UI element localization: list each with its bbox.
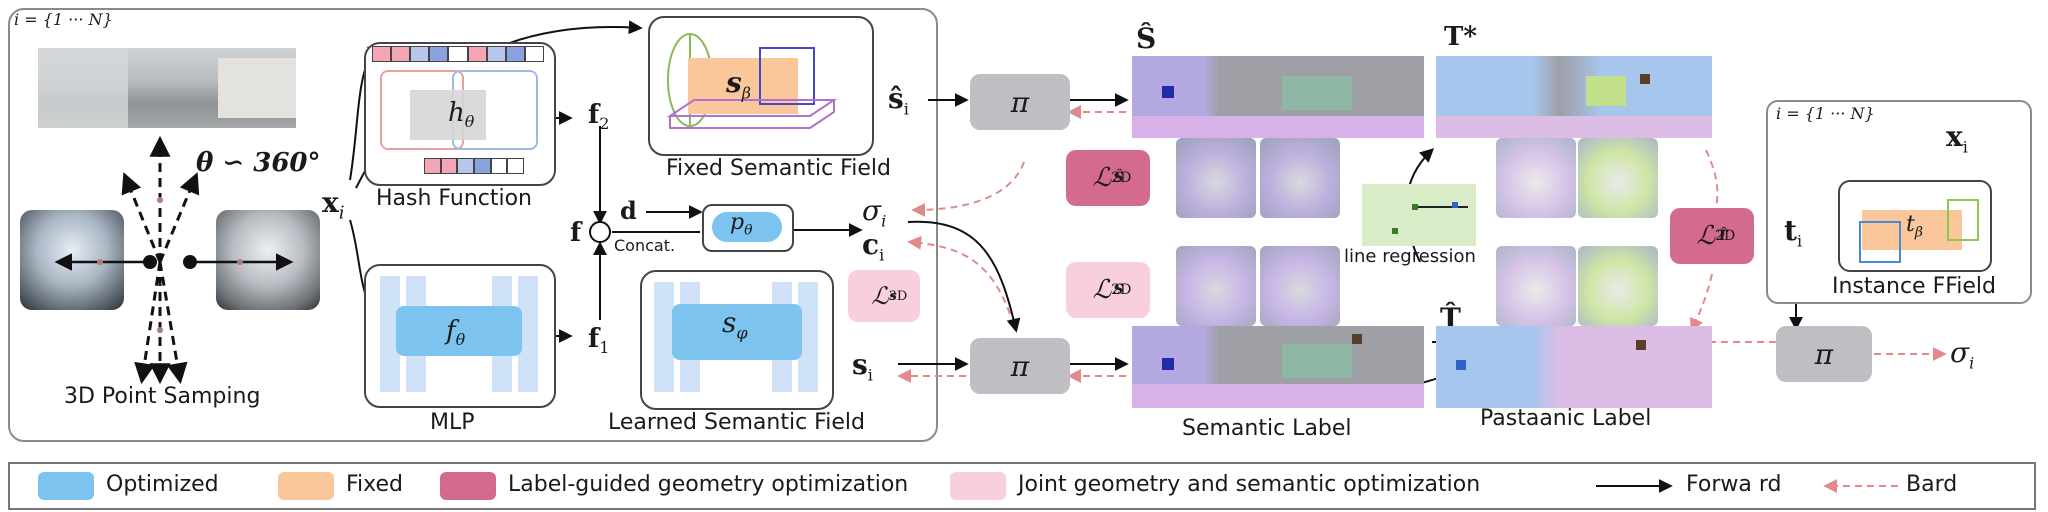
panoptic-map-top <box>1436 56 1712 138</box>
sphere-3 <box>1176 246 1256 326</box>
legend-forward-label: Forwa rd <box>1686 472 1782 497</box>
instance-index-label: i = {1 ··· N} <box>1776 104 1875 123</box>
sphere-6 <box>1578 138 1658 218</box>
legend-optimized-label: Optimized <box>106 472 219 497</box>
fixed-field-label: Fixed Semantic Field <box>666 156 891 181</box>
legend-label-guided-label: Label-guided geometry optimization <box>508 472 909 497</box>
d-label: d <box>620 196 637 225</box>
panoptic-label-caption: Pastaanic Label <box>1480 406 1652 431</box>
sphere-5 <box>1496 138 1576 218</box>
s-i-label: si <box>852 348 873 385</box>
instance-field-label: Instance FField <box>1832 274 1997 299</box>
legend-fixed-label: Fixed <box>346 472 404 497</box>
sphere-7 <box>1496 246 1576 326</box>
instance-x-label: xi <box>1946 120 1968 157</box>
t-star-label: T* <box>1444 22 1477 52</box>
semantic-label-caption: Semantic Label <box>1182 416 1352 441</box>
legend-joint-label: Joint geometry and semantic optimization <box>1018 472 1481 497</box>
s-hat-label: Ŝ <box>1136 22 1157 55</box>
mlp-label: MLP <box>430 410 475 435</box>
legend-joint-swatch <box>950 472 1006 500</box>
sphere-2 <box>1260 138 1340 218</box>
legend-backward-label: Bard <box>1906 472 1958 497</box>
line-regression-plot <box>1362 184 1476 246</box>
c-i-label: ci <box>862 228 885 265</box>
s-beta-label: sβ <box>726 66 752 103</box>
fisheye-left-image <box>20 210 124 310</box>
sampling-label: 3D Point Samping <box>64 384 261 409</box>
mlp-box <box>364 264 556 408</box>
hash-function-label: Hash Function <box>376 186 532 211</box>
learned-field-label: Learned Semantic Field <box>608 410 865 435</box>
mlp-core <box>396 306 522 356</box>
f2-label: f2 <box>588 100 610 134</box>
f-label: f <box>570 218 582 248</box>
hash-center <box>410 90 486 140</box>
instance-field-box: tβ <box>1838 180 1992 272</box>
sphere-1 <box>1176 138 1256 218</box>
legend-forward-arrow-icon <box>1596 479 1673 493</box>
legend-backward-arrow-icon <box>1823 479 1898 493</box>
panoptic-map-bottom <box>1436 326 1712 408</box>
render-pi-instance: π <box>1776 326 1872 382</box>
x-i-label: xi <box>322 186 345 224</box>
concat-label: Concat. <box>614 236 676 255</box>
hash-table-top <box>372 46 544 62</box>
legend-fixed-swatch <box>278 472 334 500</box>
render-pi-bottom: π <box>970 338 1070 394</box>
s-hat-i-label: ŝi <box>888 82 909 119</box>
p-theta-box: pθ <box>702 204 794 252</box>
fixed-semantic-field-box <box>648 16 874 156</box>
sampling-rays <box>54 135 294 385</box>
street-image <box>38 48 296 128</box>
line-regression-label: line regression <box>1344 246 1476 267</box>
index-label: i = {1 ··· N} <box>14 10 113 29</box>
h-theta-label: hθ <box>448 98 475 132</box>
sigma-i-label: σi <box>862 194 887 231</box>
learned-semantic-field-box <box>640 270 834 410</box>
fisheye-right-image <box>216 210 320 310</box>
f-theta-label: fθ <box>446 316 466 350</box>
instance-t-label: ti <box>1784 214 1803 251</box>
semantic-map-bottom <box>1132 326 1424 408</box>
render-pi-top: π <box>970 74 1070 130</box>
f1-label: f1 <box>588 324 610 358</box>
learned-core <box>672 304 802 360</box>
legend: Optimized Fixed Label-guided geometry op… <box>8 462 2036 510</box>
s-phi-label: sφ <box>722 306 748 343</box>
legend-label-guided-swatch <box>440 472 496 500</box>
instance-sigma-label: σi <box>1950 336 1975 373</box>
theta-label: θ ∽ 360° <box>196 148 321 178</box>
legend-optimized-swatch <box>38 472 94 500</box>
sphere-8 <box>1578 246 1658 326</box>
hash-table-bottom <box>424 158 525 174</box>
semantic-map-top <box>1132 56 1424 138</box>
sphere-4 <box>1260 246 1340 326</box>
